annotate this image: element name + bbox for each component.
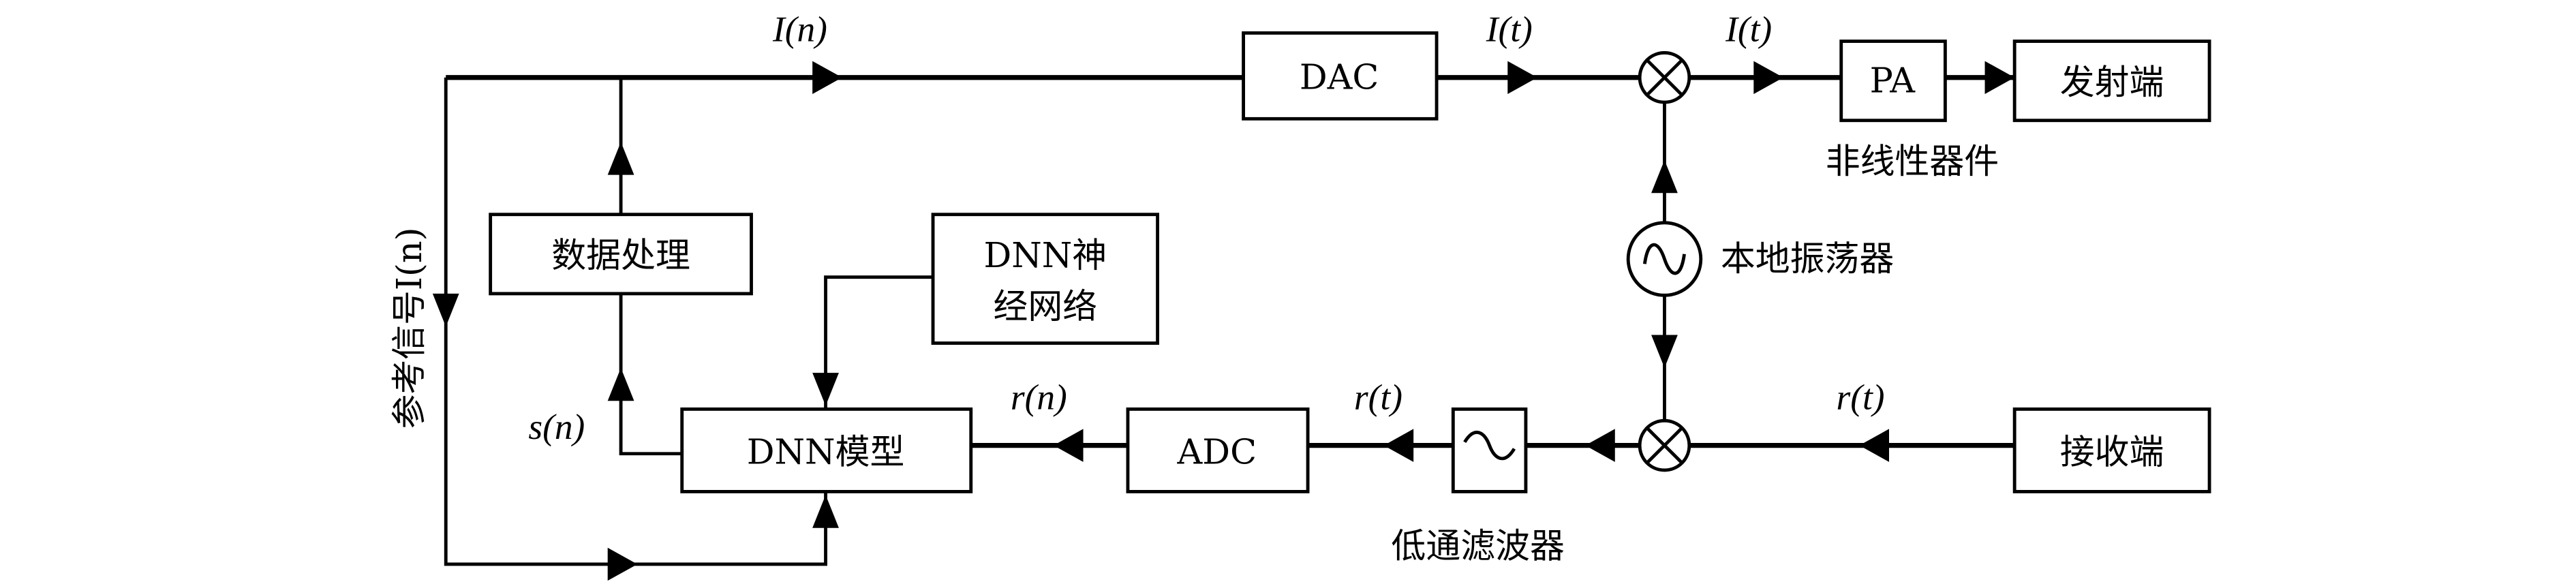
arrow-left-icon	[1053, 429, 1084, 462]
signal-label-s-n: s(n)	[528, 407, 585, 447]
signal-label-r-n: r(n)	[1011, 377, 1067, 417]
dnn-model-block: DNN模型	[680, 407, 973, 493]
filter-tilde-icon	[1463, 431, 1516, 461]
signal-label-i-t-1: I(t)	[1486, 10, 1533, 50]
local-oscillator-label: 本地振荡器	[1721, 239, 1894, 279]
arrow-left-icon	[1383, 429, 1414, 462]
receiver-label: 接收端	[2060, 431, 2164, 472]
signal-label-r-t-rx: r(t)	[1836, 377, 1884, 417]
signal-label-r-t-filter: r(t)	[1354, 377, 1402, 417]
local-oscillator-icon	[1626, 221, 1703, 297]
adc-label: ADC	[1177, 431, 1257, 472]
arrow-up-icon	[1651, 159, 1678, 194]
arrow-down-icon	[812, 373, 839, 406]
dnn-network-label-line2: 经网络	[993, 286, 1097, 326]
arrow-right-icon	[1507, 61, 1537, 94]
arrow-right-icon	[1984, 61, 2015, 94]
lowpass-filter-label: 低通滤波器	[1391, 525, 1564, 566]
arrow-right-icon	[1753, 61, 1783, 94]
pa-label: PA	[1870, 61, 1916, 101]
mixer-rx-icon	[1638, 418, 1691, 472]
top-signal-line	[446, 61, 1244, 94]
arrow-left-icon	[1585, 429, 1615, 462]
transmitter-label: 发射端	[2060, 62, 2164, 102]
arrow-right-icon	[607, 547, 638, 581]
lowpass-filter-block	[1451, 407, 1528, 493]
transmitter-block: 发射端	[2012, 40, 2211, 123]
data-processing-block: 数据处理	[489, 213, 753, 296]
pa-block: PA	[1839, 40, 1947, 123]
arrow-left-icon	[1859, 429, 1889, 462]
dac-block: DAC	[1242, 31, 1439, 121]
arrow-up-icon	[812, 495, 839, 528]
arrow-down-icon	[432, 293, 459, 327]
dnn-network-label-line1: DNN神	[983, 235, 1107, 275]
nonlinear-device-label: 非线性器件	[1826, 141, 1999, 181]
reference-signal-label: 参考信号I(n)	[389, 228, 429, 429]
signal-label-i-t-2: I(t)	[1725, 10, 1772, 50]
dnn-network-block: DNN神 经网络	[931, 213, 1159, 345]
data-processing-label: 数据处理	[551, 235, 690, 275]
dac-label: DAC	[1300, 57, 1379, 97]
dnn-model-label: DNN模型	[747, 431, 905, 472]
receiver-block: 接收端	[2012, 407, 2211, 493]
adc-block: ADC	[1126, 407, 1310, 493]
signal-label-i-n: I(n)	[772, 10, 827, 50]
arrow-up-icon	[607, 142, 634, 175]
arrow-down-icon	[1651, 335, 1678, 368]
arrow-up-icon	[607, 367, 634, 401]
arrow-right-icon	[812, 61, 842, 94]
mixer-tx-icon	[1638, 51, 1691, 104]
